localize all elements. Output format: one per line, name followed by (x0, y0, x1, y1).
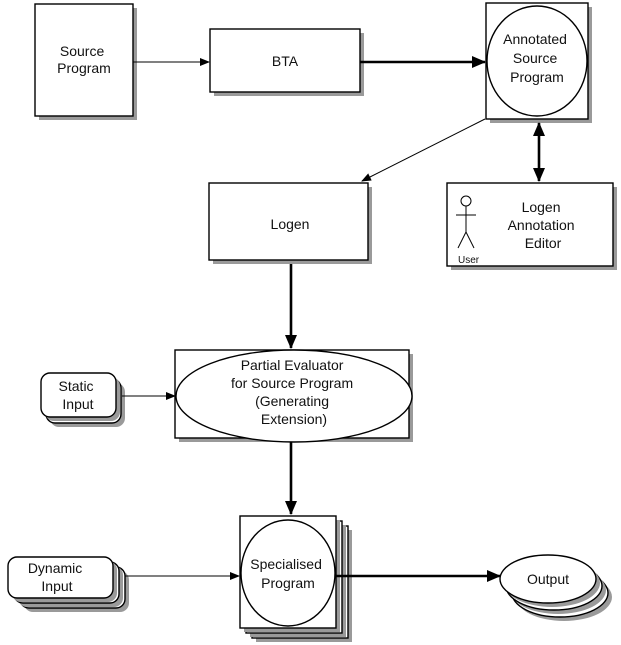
static-input-node: Static Input (40, 372, 125, 427)
dynamic-input-node: Dynamic Input (7, 556, 129, 612)
specialised-program-node: Specialised Program (239, 515, 352, 642)
user-label: User (458, 255, 480, 266)
logen-label: Logen (271, 216, 310, 232)
source-program-label: Source Program (57, 43, 111, 76)
logen-annotation-editor-label: Logen Annotation Editor (508, 199, 579, 251)
partial-evaluator-node: Partial Evaluator for Source Program (Ge… (174, 349, 413, 443)
output-node: Output (499, 554, 612, 621)
annotated-source-program-label: Annotated Source Program (503, 31, 571, 85)
arrow-annotated-to-logen (361, 118, 486, 182)
dynamic-input-label: Dynamic Input (28, 560, 86, 594)
output-label: Output (527, 571, 569, 587)
logen-node: Logen (208, 182, 372, 264)
logen-annotation-editor-node: User Logen Annotation Editor (446, 182, 617, 270)
bta-node: BTA (209, 28, 364, 96)
bta-label: BTA (272, 53, 299, 69)
source-program-node: Source Program (34, 3, 137, 120)
static-input-label: Static Input (59, 378, 98, 412)
specialised-program-label: Specialised Program (250, 556, 326, 591)
user-stick-figure-icon (456, 195, 476, 249)
annotated-source-program-node: Annotated Source Program (485, 2, 592, 123)
partial-evaluator-label: Partial Evaluator for Source Program (Ge… (231, 357, 357, 427)
